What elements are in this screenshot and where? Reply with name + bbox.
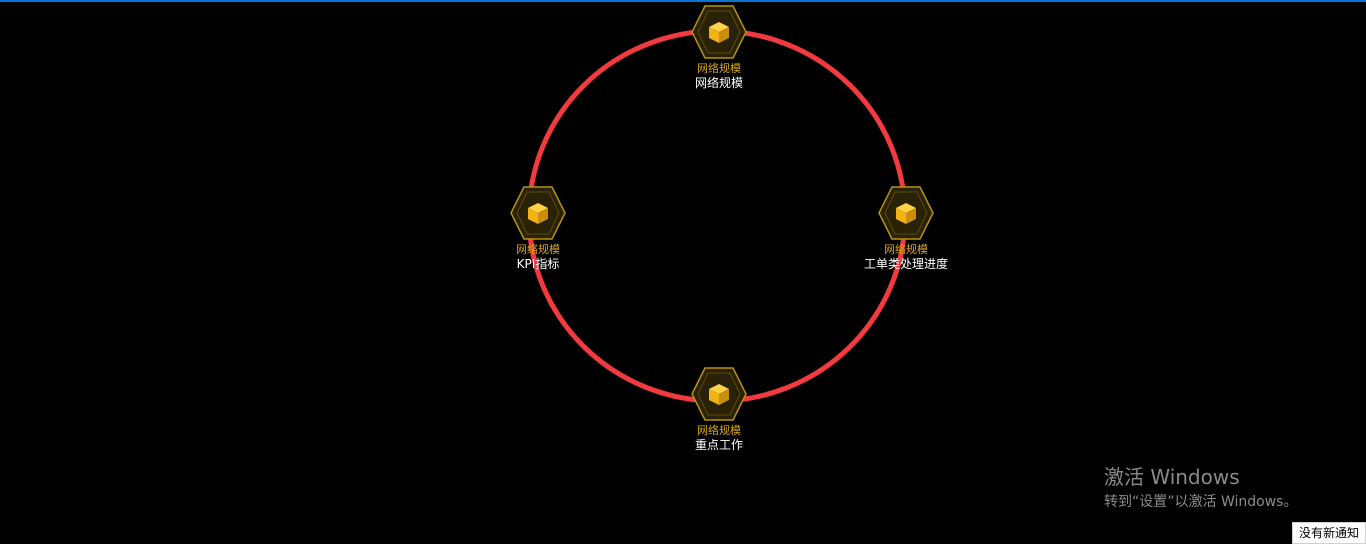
node-name-label: KPI指标 xyxy=(516,257,560,271)
node-category-label: 网络规模 xyxy=(884,243,928,256)
notification-status[interactable]: 没有新通知 xyxy=(1291,522,1366,544)
watermark-subtitle: 转到“设置”以激活 Windows。 xyxy=(1104,494,1298,510)
cube-icon xyxy=(709,22,729,43)
hexagon-badge xyxy=(510,186,566,240)
top-accent-bar xyxy=(0,0,1366,2)
cube-icon xyxy=(528,203,548,224)
node-key-work[interactable]: 网络规模 重点工作 xyxy=(669,366,769,458)
node-name-label: 重点工作 xyxy=(694,438,743,452)
node-category-label: 网络规模 xyxy=(516,243,560,256)
activate-windows-watermark: 激活 Windows 转到“设置”以激活 Windows。 xyxy=(1104,464,1344,512)
node-category-label: 网络规模 xyxy=(697,62,741,75)
hexagon-badge xyxy=(691,367,747,421)
watermark-title: 激活 Windows xyxy=(1104,465,1240,489)
node-name-label: 工单类处理进度 xyxy=(863,257,948,271)
hexagon-badge xyxy=(691,5,747,59)
node-name-label: 网络规模 xyxy=(694,76,743,90)
cube-icon xyxy=(896,203,916,224)
node-ticket-progress[interactable]: 网络规模 工单类处理进度 xyxy=(856,185,956,277)
hexagon-badge xyxy=(878,186,934,240)
node-category-label: 网络规模 xyxy=(697,424,741,437)
node-kpi[interactable]: 网络规模 KPI指标 xyxy=(488,185,588,277)
cube-icon xyxy=(709,384,729,405)
node-network-scale[interactable]: 网络规模 网络规模 xyxy=(669,4,769,96)
